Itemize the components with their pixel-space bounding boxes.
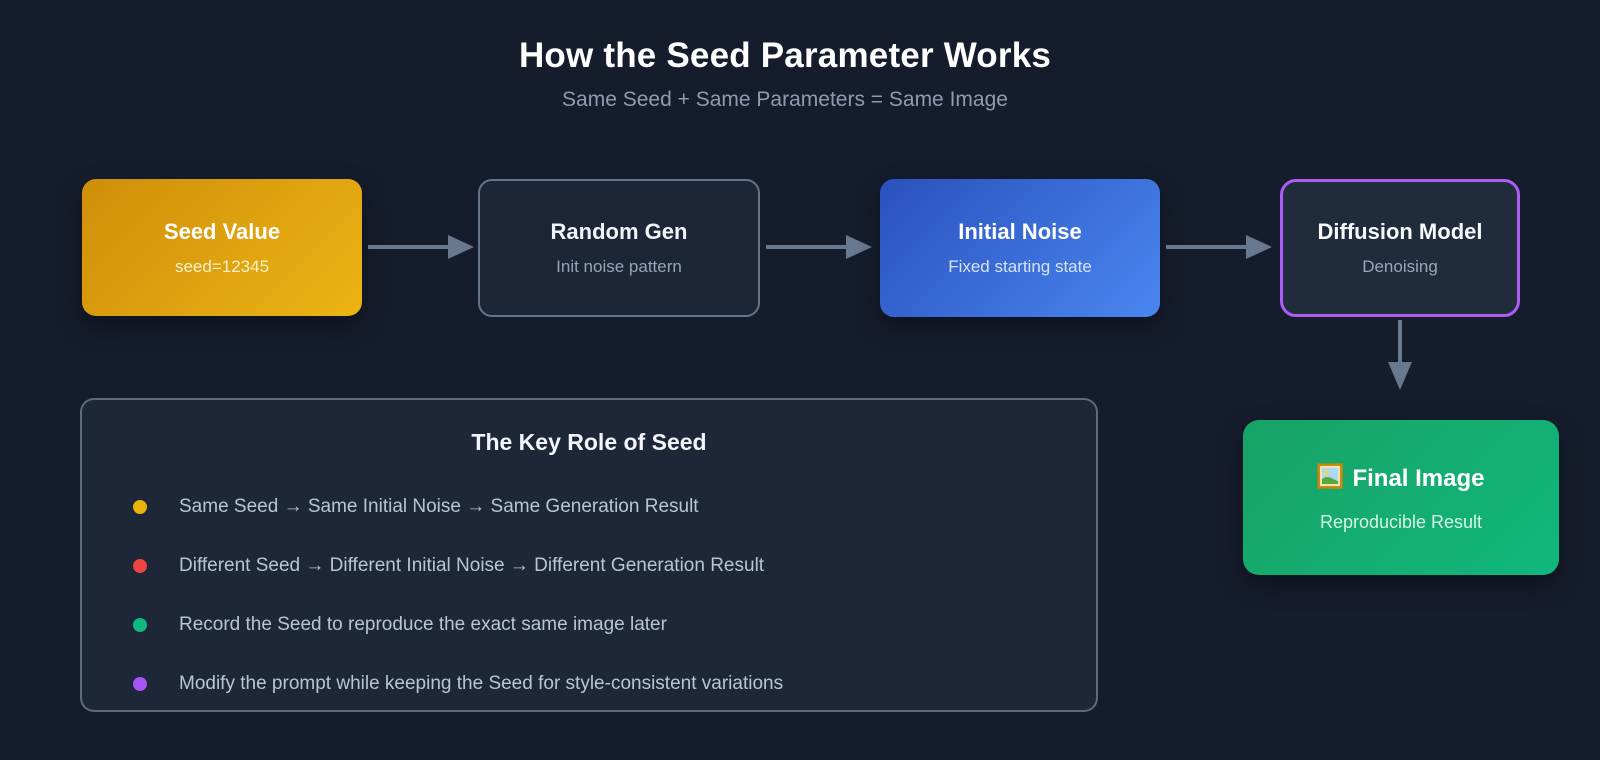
panel-title: The Key Role of Seed [471, 429, 707, 455]
arrow-right-icon [846, 235, 872, 259]
bullet-text: Record the Seed to reproduce the exact s… [179, 614, 667, 635]
arrow-down-icon [1398, 320, 1402, 364]
flow-node-final-image: Final Image Reproducible Result [1243, 420, 1559, 575]
node-subtitle: Reproducible Result [1319, 511, 1483, 532]
arrow-right-icon [1166, 245, 1246, 249]
bullet-text: Same Seed → Same Initial Noise → Same Ge… [179, 496, 699, 517]
bullet-dot-purple [133, 677, 147, 691]
framed-picture-icon [1317, 462, 1344, 496]
node-title: Diffusion Model [1317, 219, 1483, 244]
bullet-dot-green [133, 618, 147, 632]
arrow-right-icon [448, 235, 474, 259]
bullet-dot-red [133, 559, 147, 573]
node-subtitle: Init noise pattern [556, 257, 682, 276]
bullet-row: Record the Seed to reproduce the exact s… [133, 612, 667, 638]
node-subtitle: seed=12345 [174, 256, 270, 276]
node-subtitle: Fixed starting state [948, 257, 1092, 276]
node-subtitle: Denoising [1362, 257, 1438, 276]
bullet-row: Same Seed → Same Initial Noise → Same Ge… [133, 494, 699, 520]
bullet-text: Different Seed → Different Initial Noise… [179, 555, 765, 576]
page-subtitle: Same Seed + Same Parameters = Same Image [562, 88, 1008, 111]
flow-node-initial-noise: Initial Noise Fixed starting state [880, 179, 1160, 317]
node-title: Seed Value [163, 218, 281, 244]
bullet-row: Different Seed → Different Initial Noise… [133, 553, 764, 579]
arrow-right-icon [1246, 235, 1272, 259]
bullet-dot-gold [133, 500, 147, 514]
bullet-text: Modify the prompt while keeping the Seed… [179, 673, 784, 694]
node-title: Initial Noise [958, 219, 1082, 244]
key-panel: The Key Role of Seed Same Seed → Same In… [80, 398, 1098, 712]
arrow-right-icon [766, 245, 846, 249]
page-title: How the Seed Parameter Works [518, 36, 1052, 75]
flow-node-diffusion-model: Diffusion Model Denoising [1280, 179, 1520, 317]
node-title-text: Final Image [1352, 465, 1485, 492]
bullet-row: Modify the prompt while keeping the Seed… [133, 671, 783, 697]
flow-node-random-gen: Random Gen Init noise pattern [478, 179, 760, 317]
arrow-down-icon [1388, 362, 1412, 390]
arrow-right-icon [368, 245, 448, 249]
node-title: Random Gen [550, 219, 688, 244]
node-title: Final Image [1317, 462, 1485, 496]
flow-node-seed-value: Seed Value seed=12345 [82, 179, 362, 316]
